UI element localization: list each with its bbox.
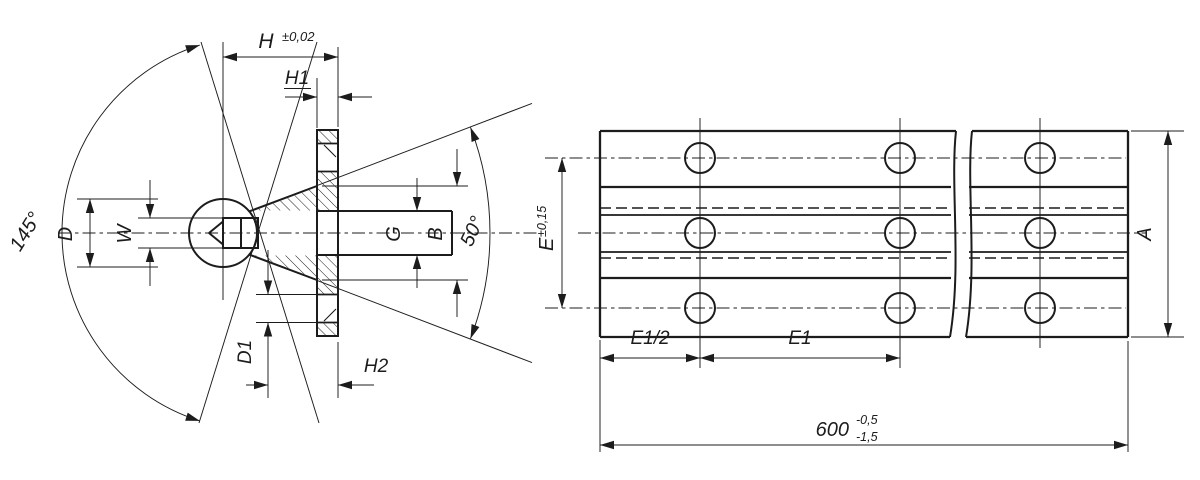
angle-145-arc bbox=[61, 44, 200, 422]
dim-W: W bbox=[114, 180, 240, 286]
flange-hole-chamfers bbox=[323, 144, 337, 322]
cone-faces bbox=[248, 185, 318, 281]
dim-E-label: E bbox=[536, 237, 558, 251]
dim-length-tolerance-upper: -0,5 bbox=[856, 413, 878, 427]
dim-H2-label: H2 bbox=[364, 356, 389, 377]
pin-cone-tip bbox=[208, 220, 224, 246]
hole bbox=[884, 292, 916, 324]
dim-E1: E1 bbox=[700, 328, 900, 363]
rail-centerlines bbox=[545, 118, 1147, 368]
dim-length-tolerance-lower: -1,5 bbox=[856, 430, 878, 444]
dim-H1: H1 bbox=[284, 68, 372, 128]
hatch-cone-lower bbox=[250, 253, 317, 279]
hatch-cone-upper bbox=[250, 187, 317, 213]
dim-E1-half-label: E1/2 bbox=[630, 328, 670, 349]
section-hatching bbox=[250, 131, 338, 336]
break-line bbox=[949, 130, 957, 338]
dim-H1-label: H1 bbox=[285, 68, 309, 89]
shaft bbox=[317, 210, 453, 256]
dim-H: H ±0,02 bbox=[223, 29, 339, 127]
flange bbox=[316, 129, 339, 337]
dim-G-label: G bbox=[383, 226, 405, 242]
angle-50-arc bbox=[470, 127, 491, 339]
hole bbox=[684, 142, 716, 174]
dim-D1-label: D1 bbox=[235, 340, 256, 364]
hatch-area bbox=[317, 131, 338, 144]
dim-B: B bbox=[322, 149, 468, 317]
flange-hole-edges bbox=[317, 142, 338, 324]
hidden-edges bbox=[969, 207, 1128, 259]
dim-A: A bbox=[1131, 130, 1184, 338]
hole bbox=[1024, 217, 1056, 249]
dim-A-label: A bbox=[1134, 227, 1156, 241]
dim-W-label: W bbox=[114, 222, 136, 243]
dim-H-label: H bbox=[258, 30, 274, 53]
hole bbox=[1024, 142, 1056, 174]
dim-H2: H2 bbox=[246, 342, 389, 398]
dim-E: E ±0,15 bbox=[535, 158, 567, 308]
hole bbox=[884, 217, 916, 249]
dim-D-label: D bbox=[55, 227, 77, 241]
rail-segment-2 bbox=[965, 129, 1130, 339]
rail-segment-1 bbox=[598, 129, 957, 339]
break-line bbox=[965, 130, 973, 338]
dim-E-tolerance: ±0,15 bbox=[535, 206, 549, 237]
section-part bbox=[188, 129, 453, 337]
hole-column-centerlines bbox=[699, 118, 1041, 368]
pin-body bbox=[222, 217, 259, 249]
dim-H-tolerance: ±0,02 bbox=[282, 29, 315, 44]
hatch-area bbox=[317, 255, 338, 294]
dim-E1-half: E1/2 bbox=[599, 328, 700, 452]
hole bbox=[684, 292, 716, 324]
hole bbox=[1024, 292, 1056, 324]
hatch-area bbox=[317, 323, 338, 336]
dim-length-600: 600 -0,5 -1,5 bbox=[600, 341, 1129, 452]
angle-145-leg-1 bbox=[200, 41, 320, 424]
rail-holes bbox=[684, 142, 1056, 324]
dim-E1-label: E1 bbox=[788, 328, 811, 349]
hole bbox=[684, 217, 716, 249]
hatch-area bbox=[317, 172, 338, 211]
section-view: H ±0,02 H1 145° D W bbox=[6, 29, 540, 425]
hole bbox=[884, 142, 916, 174]
dim-G: G bbox=[383, 178, 422, 288]
dim-D: D bbox=[55, 198, 158, 268]
dim-D1: D1 bbox=[235, 250, 317, 398]
plan-view: E ±0,15 A E1/2 E1 bbox=[535, 118, 1184, 452]
dim-B-label: B bbox=[425, 227, 447, 240]
hidden-edges bbox=[600, 207, 951, 259]
dim-length-label: 600 bbox=[816, 419, 849, 441]
